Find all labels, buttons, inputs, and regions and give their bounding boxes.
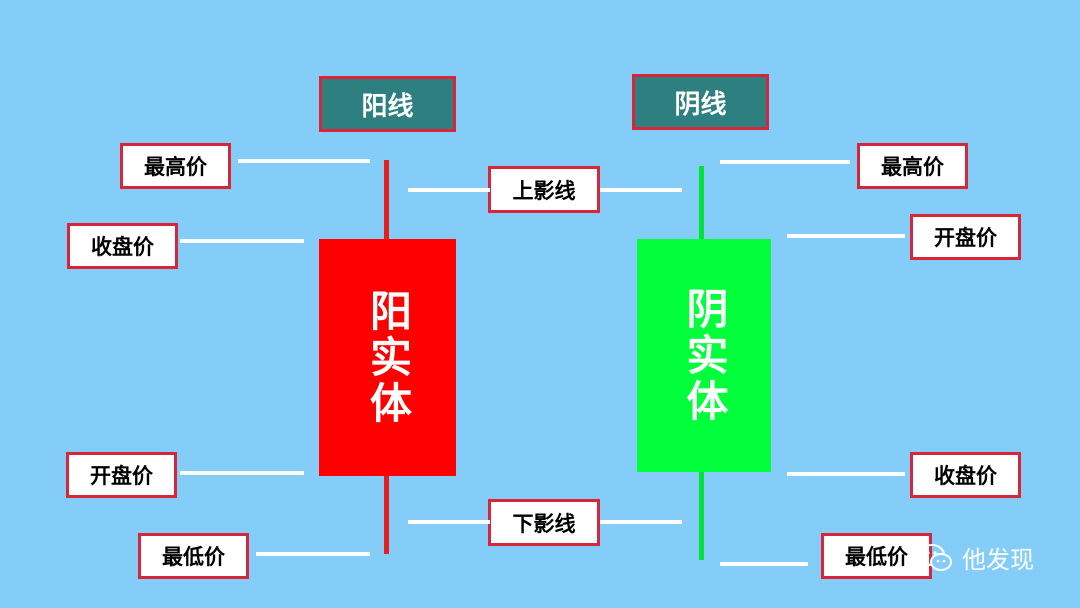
yang-close-text: 收盘价 [91,235,154,259]
upper-shadow-pointer-left [408,188,490,192]
yin-lower-wick [699,471,704,560]
yang-body-label: 阳实体 [363,288,413,427]
yang-lower-wick [384,474,389,554]
yang-body: 阳实体 [319,239,456,476]
yang-low-text: 最低价 [162,545,225,569]
yang-open-text: 开盘价 [90,464,153,488]
yang-high-text: 最高价 [144,155,207,179]
yin-line-title: 阴线 [632,74,769,130]
yin-close-pointer [787,472,905,476]
yang-close-label: 收盘价 [67,223,178,269]
yang-line-title-text: 阳线 [361,91,414,122]
yin-body: 阴实体 [637,239,771,472]
watermark-text: 他发现 [962,546,1034,574]
watermark: 他发现 [918,540,1034,575]
yin-low-pointer [720,562,808,566]
yin-high-label: 最高价 [857,143,968,189]
yin-open-pointer [787,234,905,238]
yin-open-text: 开盘价 [934,226,997,250]
lower-shadow-pointer-right [600,520,682,524]
yang-open-label: 开盘价 [66,452,177,498]
yin-close-text: 收盘价 [934,464,997,488]
wechat-icon [919,543,952,571]
upper-shadow-label: 上影线 [488,166,600,213]
yang-low-pointer [256,552,370,556]
yang-low-label: 最低价 [138,533,249,579]
upper-shadow-text: 上影线 [512,178,576,203]
yang-upper-wick [384,160,389,240]
lower-shadow-label: 下影线 [488,499,600,546]
yang-high-pointer [238,159,370,163]
yang-close-pointer [180,239,304,243]
yin-high-text: 最高价 [881,155,944,179]
yin-close-label: 收盘价 [910,452,1021,498]
lower-shadow-text: 下影线 [512,511,576,536]
upper-shadow-pointer-right [600,188,682,192]
yang-open-pointer [180,471,304,475]
yin-high-pointer [720,160,850,164]
yin-low-text: 最低价 [845,545,908,569]
yin-upper-wick [699,166,704,240]
yin-line-title-text: 阴线 [674,89,727,120]
yin-body-label: 阴实体 [680,286,729,425]
yin-open-label: 开盘价 [910,214,1021,260]
yang-line-title: 阳线 [319,76,456,132]
lower-shadow-pointer-left [408,520,490,524]
yin-low-label: 最低价 [821,533,932,579]
yang-high-label: 最高价 [120,143,231,189]
